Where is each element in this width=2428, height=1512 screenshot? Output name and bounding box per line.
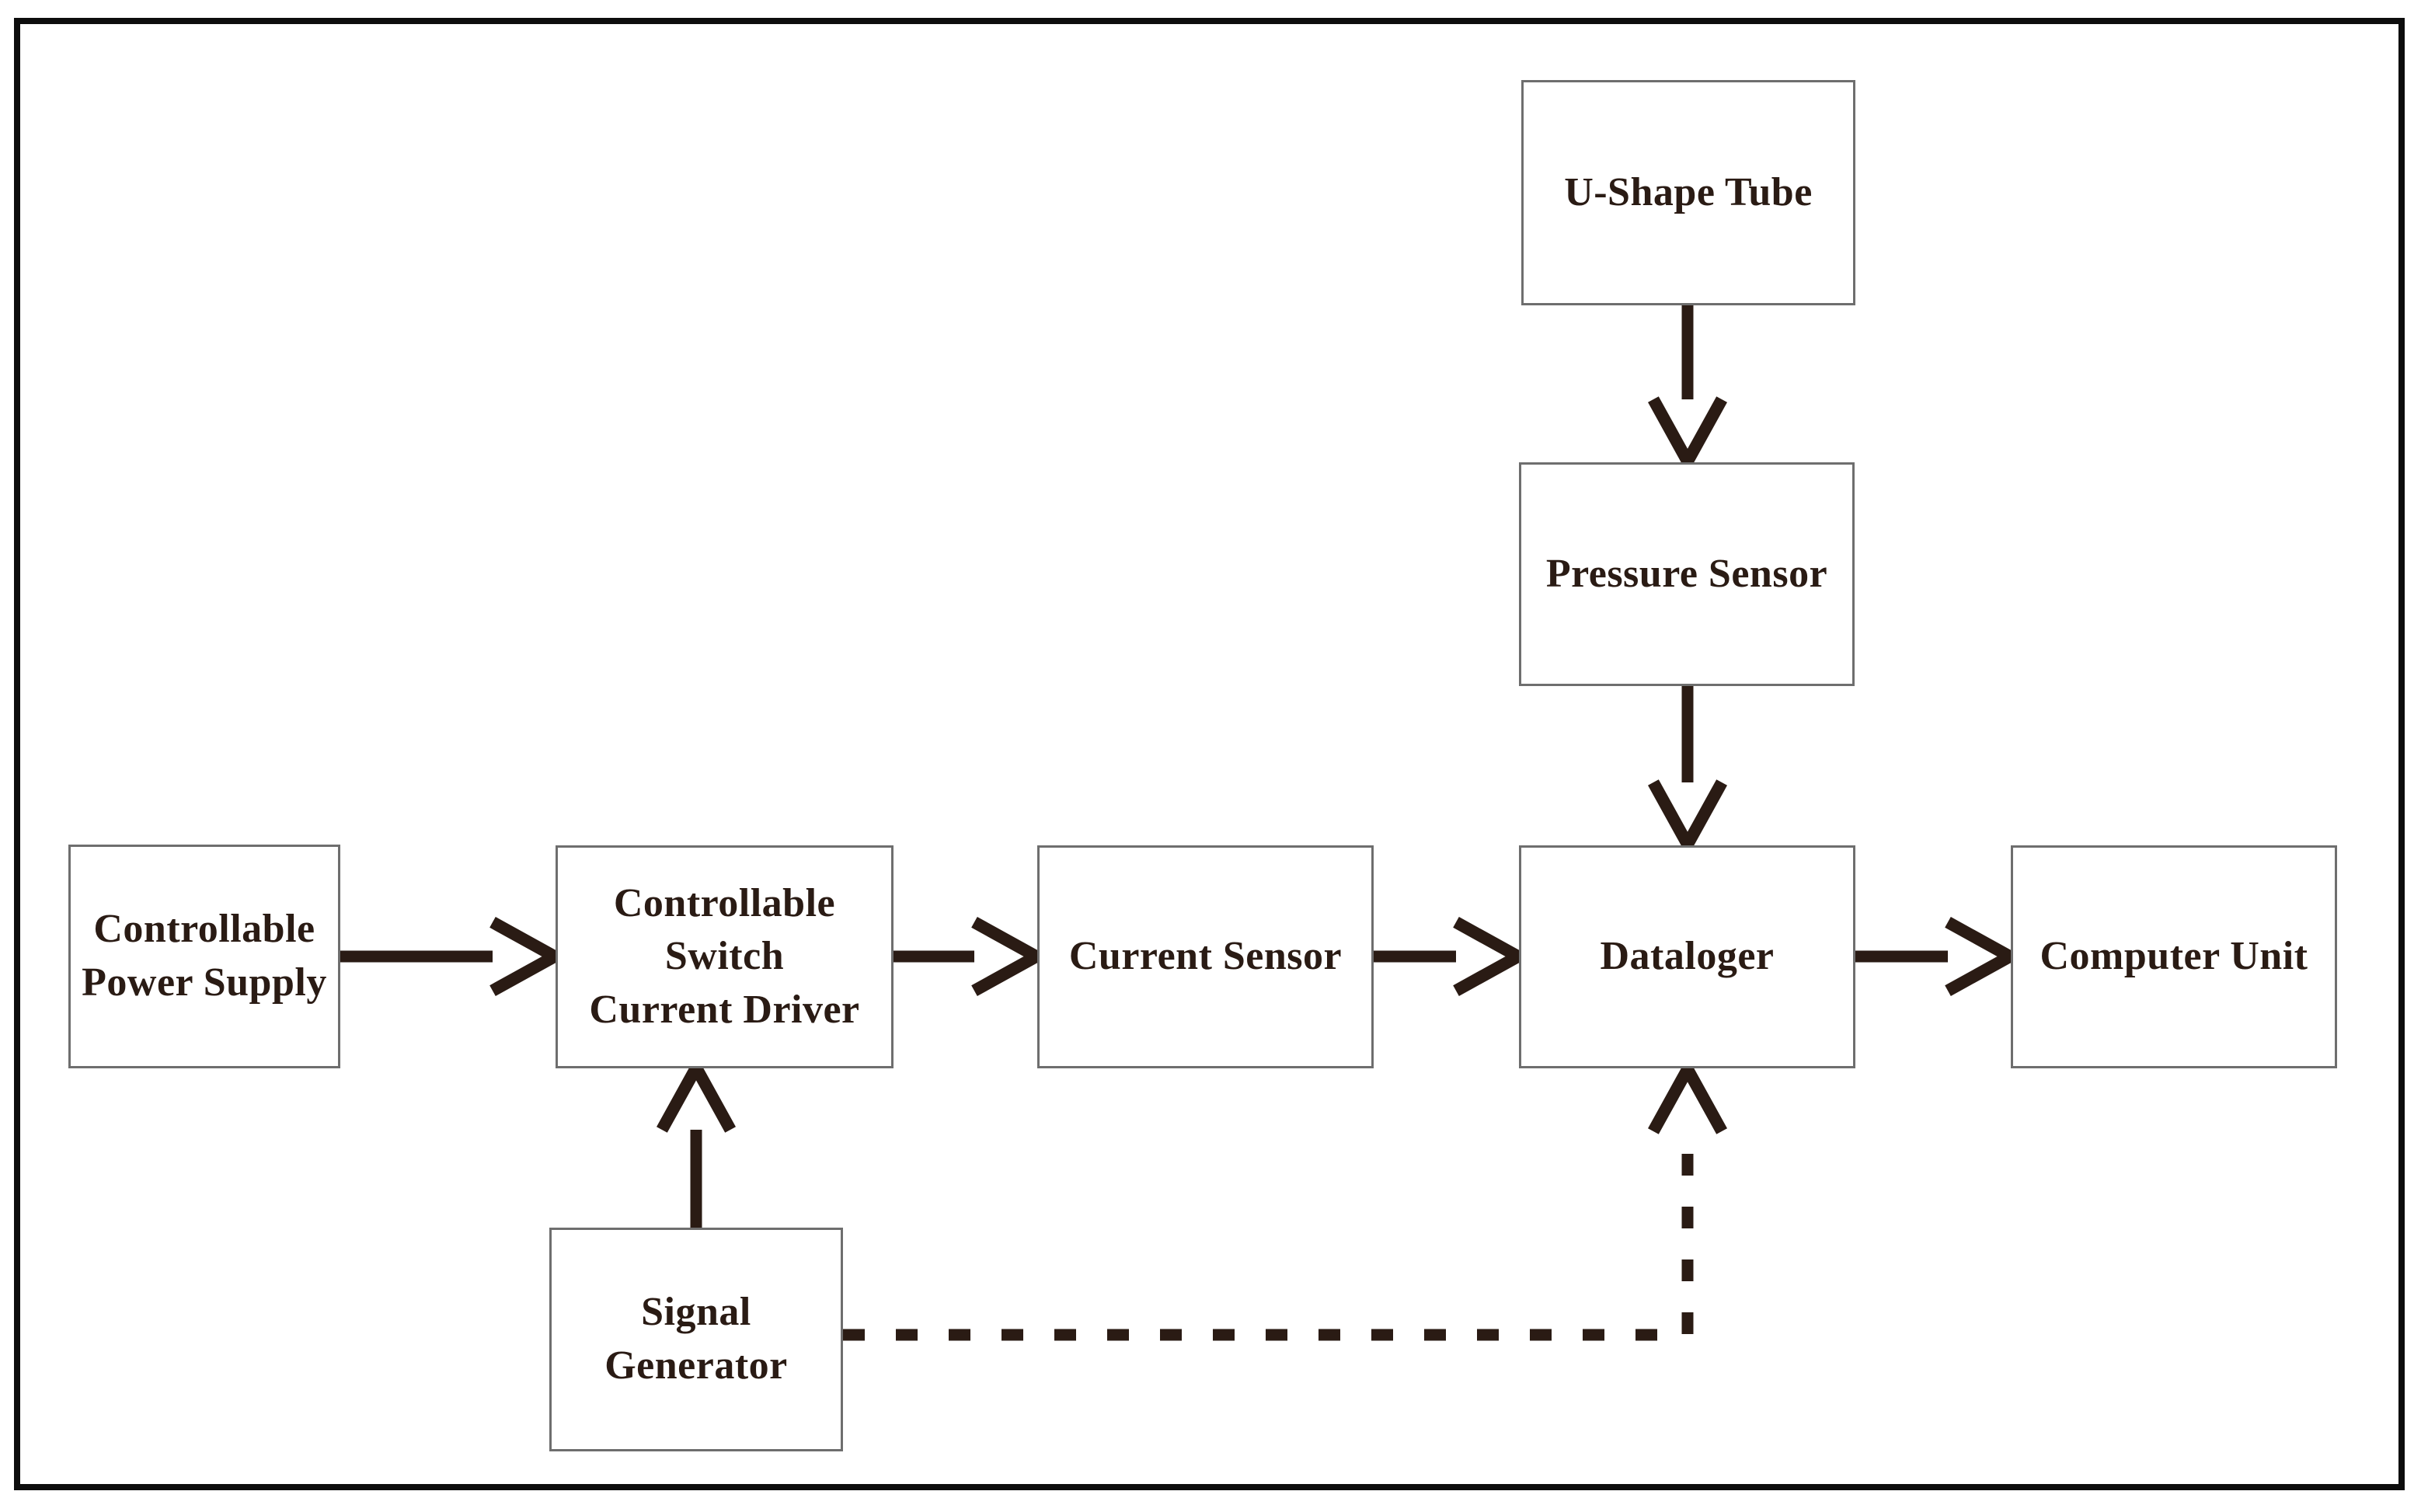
- node-u-shape-tube: U-Shape Tube: [1521, 80, 1855, 305]
- node-label-current-sensor: Current Sensor: [1068, 934, 1343, 979]
- node-label-signal-generator: Signal Generator: [604, 1290, 788, 1388]
- node-controllable-power-supply: Controllable Power Supply: [68, 845, 340, 1068]
- node-label-u-shape-tube: U-Shape Tube: [1564, 169, 1813, 214]
- node-label-computer-unit: Computer Unit: [2040, 934, 2308, 979]
- node-label-dataloger: Dataloger: [1600, 934, 1775, 979]
- node-current-sensor: Current Sensor: [1037, 845, 1374, 1068]
- node-label-controllable-switch-current-driver: Controllable Switch Current Driver: [589, 880, 860, 1032]
- arrow-signal-generator-to-dataloger-dashed: [843, 1131, 1688, 1341]
- node-pressure-sensor: Pressure Sensor: [1519, 462, 1855, 686]
- diagram-outer-frame: [14, 18, 2405, 1490]
- node-dataloger: Dataloger: [1519, 845, 1855, 1068]
- node-label-pressure-sensor: Pressure Sensor: [1545, 551, 1828, 596]
- node-controllable-switch-current-driver: Controllable Switch Current Driver: [556, 845, 894, 1068]
- node-label-controllable-power-supply: Controllable Power Supply: [82, 907, 327, 1005]
- node-signal-generator: Signal Generator: [549, 1228, 843, 1451]
- node-computer-unit: Computer Unit: [2011, 845, 2337, 1068]
